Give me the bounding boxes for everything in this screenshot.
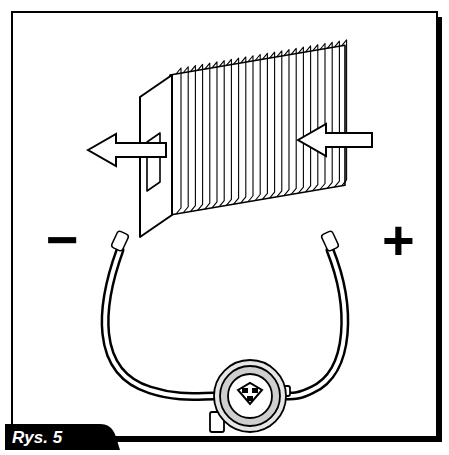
- connector-unit: [210, 360, 290, 432]
- airflow-arrows: [88, 124, 372, 166]
- polarity-sign: +: [382, 212, 415, 268]
- tube-ends: [111, 230, 339, 251]
- figure-caption: Rys. 5: [12, 429, 62, 446]
- polarity-sign: −: [46, 212, 79, 268]
- frame: [12, 12, 437, 437]
- caption-tab: [5, 424, 120, 450]
